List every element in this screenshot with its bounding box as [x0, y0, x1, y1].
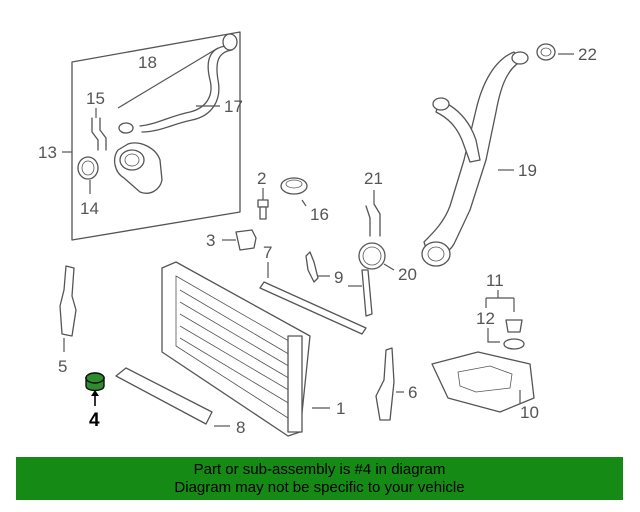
part-cap-16: [280, 177, 308, 207]
callout-19: 19: [518, 161, 537, 180]
callout-2: 2: [257, 169, 266, 188]
banner-line-1: Part or sub-assembly is #4 in diagram: [193, 461, 446, 478]
callout-12: 12: [476, 309, 495, 328]
part-cap-22: [536, 43, 574, 61]
part-hose-18: [117, 33, 238, 134]
callout-13: 13: [38, 143, 57, 162]
part-lower-seal-8: [115, 367, 230, 427]
part-thermostat-housing: [77, 142, 163, 194]
callout-3: 3: [206, 231, 215, 250]
part-bracket-9: [305, 251, 373, 317]
part-o-ring-20: [358, 242, 395, 271]
part-expansion-tank-10: [431, 351, 535, 413]
callout-15: 15: [86, 89, 105, 108]
callout-10: 10: [520, 403, 539, 422]
callout-16: 16: [310, 205, 329, 224]
part-radiator-1: [161, 261, 330, 437]
part-4-highlighted: [85, 372, 105, 406]
callout-9: 9: [334, 268, 343, 287]
callout-8: 8: [236, 418, 245, 437]
info-banner: Part or sub-assembly is #4 in diagram Di…: [16, 457, 623, 500]
part-cap-12: [485, 290, 525, 350]
part-bolt-2: [257, 188, 269, 220]
part-bracket-15: [91, 108, 107, 151]
callout-1: 1: [336, 399, 345, 418]
callout-6: 6: [408, 383, 417, 402]
banner-line-2: Diagram may not be specific to your vehi…: [174, 479, 465, 496]
part-bracket-21: [365, 190, 381, 237]
callout-7: 7: [263, 243, 272, 262]
callout-4: 4: [89, 410, 100, 431]
part-side-bracket-5: [59, 265, 77, 352]
callout-5: 5: [58, 357, 67, 376]
sub-assembly-panel: [62, 31, 241, 241]
part-clip-3: [222, 229, 257, 251]
callout-11: 11: [486, 271, 504, 290]
part-filler-pipe-19: [421, 51, 529, 267]
callout-21: 21: [364, 169, 383, 188]
callout-14: 14: [80, 199, 99, 218]
callout-17: 17: [224, 97, 243, 116]
callout-18: 18: [138, 53, 157, 72]
part-bracket-6: [375, 347, 404, 421]
callout-20: 20: [398, 265, 417, 284]
part-seal-7: [259, 262, 367, 335]
parts-diagram: 1 2 3 4 5 6 7 8 9 10 11 12 13 14 15 16 1…: [38, 31, 597, 437]
callout-22: 22: [578, 45, 597, 64]
